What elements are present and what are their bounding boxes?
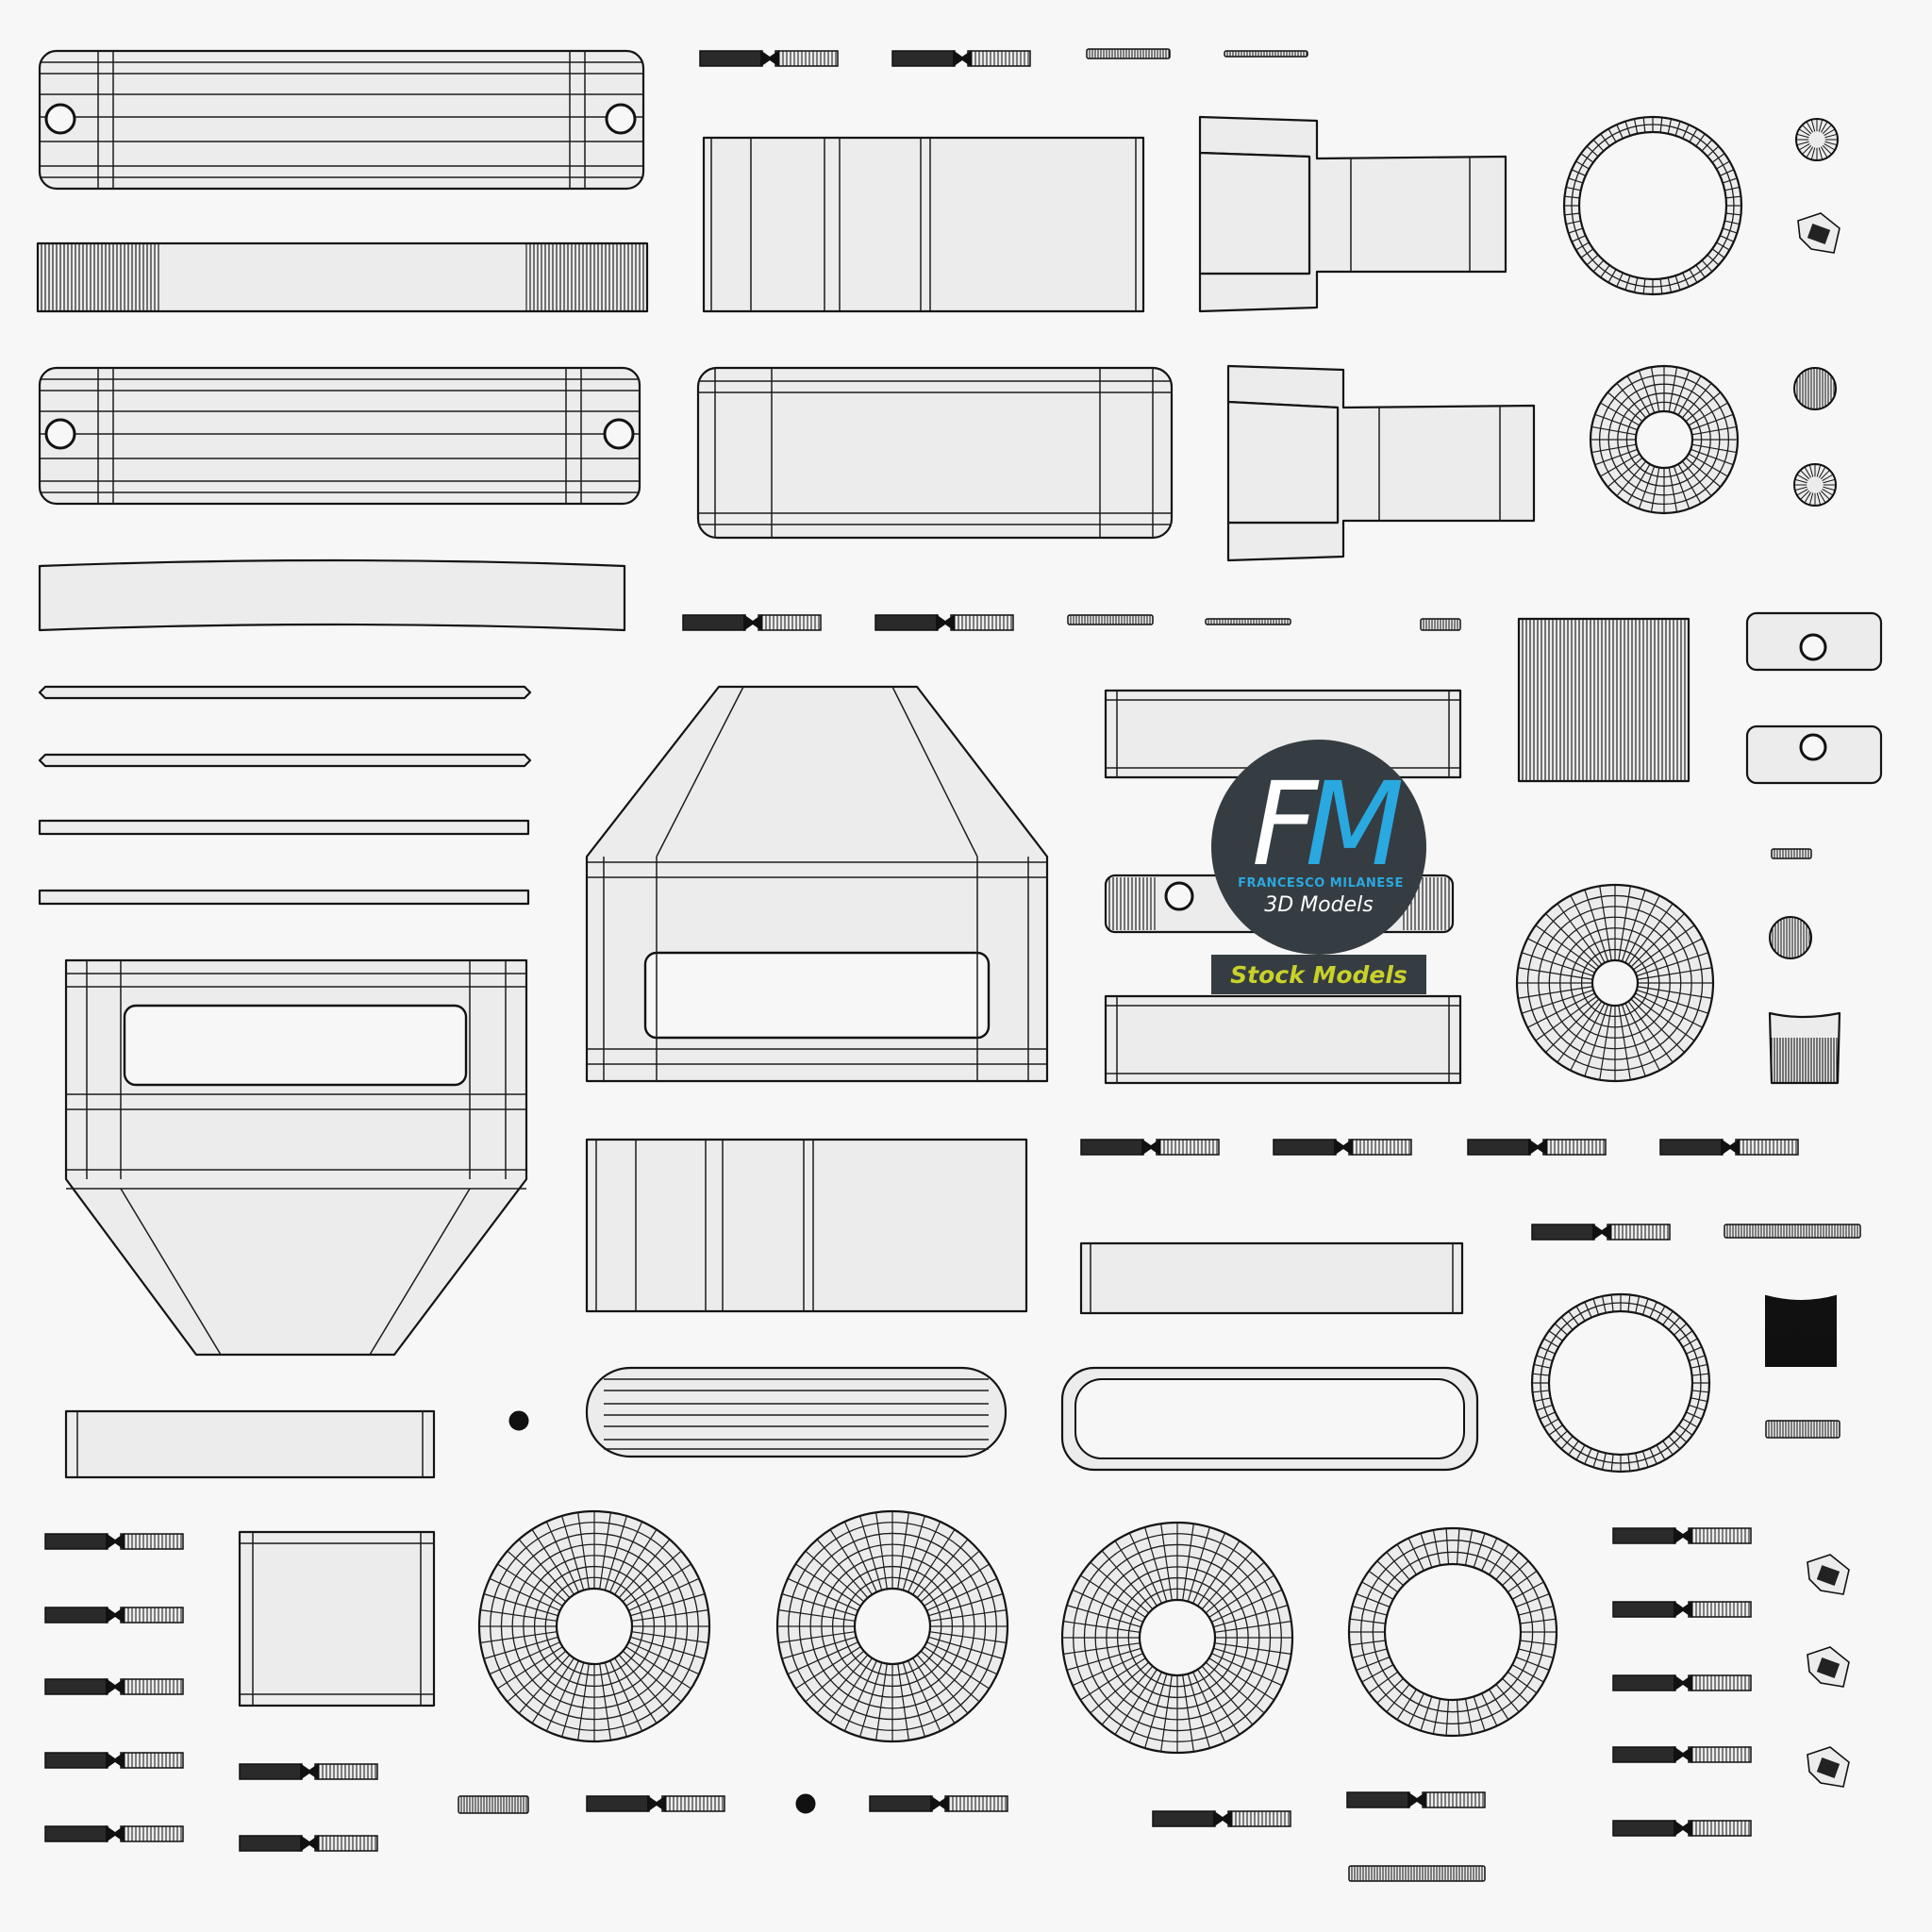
bolt-island-21 [1612, 1527, 1752, 1544]
logo-brand-name: FRANCESCO MILANESE [1238, 876, 1404, 891]
knob-island-1 [1795, 118, 1839, 161]
bolt-island-17 [586, 1795, 725, 1812]
bar-island-2 [36, 242, 649, 313]
logo-monogram-m: M [1305, 758, 1404, 891]
box-island-lower [585, 1138, 1028, 1313]
hatch-strip-2 [1224, 50, 1308, 58]
bolt-island-3 [682, 614, 822, 631]
ring-island-5 [477, 1509, 711, 1743]
logo: F M FRANCESCO MILANESE 3D Models Stock M… [1211, 740, 1426, 994]
knob-island-4 [1769, 916, 1812, 959]
bolt-island-7 [1467, 1139, 1607, 1156]
skirt-island-1 [1768, 1011, 1841, 1085]
hopper-island-upper [585, 685, 1049, 1083]
hatch-strip-3 [1067, 614, 1154, 625]
box-island-top [702, 136, 1145, 313]
bolt-island-4 [874, 614, 1014, 631]
fitting-island-1 [1797, 212, 1840, 254]
bolt-island-16 [239, 1835, 378, 1852]
bolt-island-22 [1612, 1601, 1752, 1618]
dot-island-1 [508, 1410, 529, 1431]
bar-island-4 [38, 558, 626, 632]
bolt-island-12 [44, 1678, 184, 1695]
bar-island-2-hatch-left [41, 243, 159, 311]
ring-island-6 [775, 1509, 1009, 1743]
logo-subtitle: 3D Models [1264, 893, 1373, 917]
ring-island-2 [1589, 364, 1740, 515]
logo-badge [1211, 955, 1426, 994]
frame-island [1060, 1366, 1479, 1472]
bar-island-2-hatch-right [525, 243, 644, 311]
hatch-strip-6 [1771, 848, 1812, 859]
ring-island-3 [1515, 883, 1715, 1083]
hatch-strip-8 [1765, 1420, 1840, 1439]
bolt-island-9 [1531, 1224, 1671, 1241]
hatch-strip-1 [1086, 48, 1171, 59]
bolt-island-10 [44, 1533, 184, 1550]
bolt-island-14 [44, 1825, 184, 1842]
fitting-island-3 [1807, 1646, 1850, 1688]
bolt-island-2 [891, 50, 1031, 67]
bolt-island-8 [1659, 1139, 1799, 1156]
knob-islands [1769, 118, 1850, 1788]
plate-island-bottom-left [64, 1409, 436, 1479]
knob-island-2 [1793, 463, 1837, 507]
bolt-island-1 [699, 50, 839, 67]
logo-badge-text: Stock Models [1230, 961, 1407, 989]
bolt-island-18 [869, 1795, 1008, 1812]
ring-island-8 [1347, 1526, 1558, 1738]
hatch-strip-islands [458, 48, 1861, 1882]
bolt-islands [44, 50, 1799, 1852]
logo-monogram-f: F [1252, 758, 1320, 891]
hatch-strip-9 [458, 1795, 529, 1814]
thin-strips [38, 685, 532, 906]
bolt-island-25 [1612, 1820, 1752, 1837]
bolt-island-5 [1080, 1139, 1220, 1156]
bolt-island-13 [44, 1752, 184, 1769]
skirt-island-2 [1765, 1294, 1837, 1367]
ring-island-7 [1060, 1521, 1294, 1755]
bolt-island-20 [1346, 1791, 1486, 1808]
logo-disc [1211, 740, 1426, 955]
hopper-island-lower [64, 958, 528, 1357]
fitting-island-2 [1807, 1554, 1850, 1595]
unfold-island-2 [1226, 364, 1536, 562]
box-island-rounded [696, 366, 1174, 540]
clamp-island-small-2 [1745, 724, 1883, 785]
square-island [238, 1530, 436, 1707]
bolt-island-11 [44, 1607, 184, 1624]
hatch-strip-4 [1205, 618, 1291, 625]
ring-islands [477, 115, 1743, 1755]
rail-island-lower [1104, 994, 1462, 1085]
dot-island-2 [795, 1793, 816, 1814]
unfold-island-1 [1198, 115, 1507, 313]
ring-island-4 [1530, 1292, 1711, 1474]
tall-comb-island [1517, 617, 1690, 783]
hatch-strip-5 [1420, 618, 1461, 631]
bolt-island-24 [1612, 1746, 1752, 1763]
hatch-strip-7 [1724, 1224, 1861, 1239]
bolt-island-6 [1273, 1139, 1412, 1156]
clamp-island-small-1 [1745, 611, 1883, 672]
fitting-island-4 [1807, 1746, 1850, 1788]
ring-island-1 [1562, 115, 1743, 296]
bar-island-3 [38, 366, 641, 506]
bolt-island-23 [1612, 1674, 1752, 1691]
bolt-island-19 [1152, 1810, 1291, 1827]
capsule-island [585, 1366, 1008, 1458]
hatch-strip-10 [1348, 1865, 1486, 1882]
knob-island-3 [1793, 367, 1837, 410]
bolt-island-15 [239, 1763, 378, 1780]
bar-island-1 [38, 49, 645, 191]
flat-plate-island [1079, 1241, 1464, 1315]
